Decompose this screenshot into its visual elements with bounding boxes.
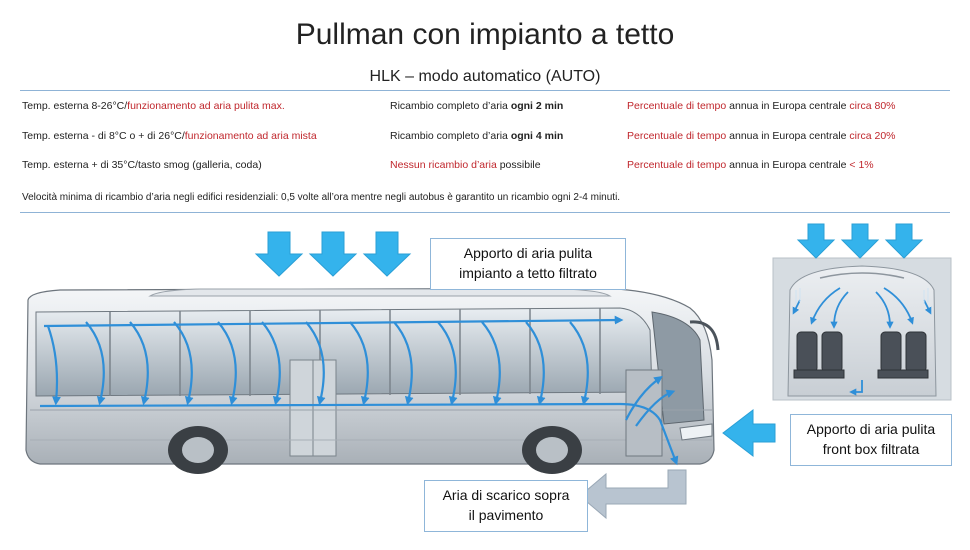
bottom-divider	[20, 212, 950, 213]
row-percentage: Percentuale di tempo annua in Europa cen…	[627, 100, 896, 112]
callout-roof-line1: Apporto di aria pulita	[463, 245, 593, 261]
row-exchange: Ricambio completo d’aria ogni 2 min	[390, 100, 564, 112]
ventilation-note: Velocità minima di ricambio d’aria negli…	[22, 192, 621, 203]
row-condition: Temp. esterna + di 35°C/tasto smog (gall…	[22, 159, 262, 171]
callout-front-line2: front box filtrata	[822, 441, 920, 457]
callout-front-line1: Apporto di aria pulita	[806, 421, 936, 437]
slide-title: Pullman con impianto a tetto	[295, 18, 675, 51]
row-percentage: Percentuale di tempo annua in Europa cen…	[627, 159, 874, 171]
row-exchange: Ricambio completo d’aria ogni 4 min	[390, 130, 564, 142]
callout-roof-air: Apporto di aria pulita impianto a tetto …	[430, 238, 626, 290]
row-condition: Temp. esterna - di 8°C o + di 26°C/funzi…	[22, 130, 317, 142]
top-divider	[20, 90, 950, 91]
callout-exhaust-line2: il pavimento	[468, 507, 544, 523]
cross-section-intake-arrows	[796, 223, 924, 259]
bus-illustration	[25, 287, 720, 474]
row-percentage: Percentuale di tempo annua in Europa cen…	[627, 130, 896, 142]
slide-subtitle: HLK – modo automatico (AUTO)	[369, 68, 601, 85]
callout-front-air: Apporto di aria pulita front box filtrat…	[790, 414, 952, 466]
callout-exhaust-line1: Aria di scarico sopra	[442, 487, 570, 503]
row-exchange: Nessun ricambio d’aria possibile	[390, 159, 541, 171]
exhaust-arrow	[579, 469, 687, 520]
row-condition: Temp. esterna 8-26°C/funzionamento ad ar…	[22, 100, 285, 112]
cross-section-panel	[772, 257, 952, 401]
front-intake-arrow	[722, 408, 776, 458]
roof-intake-arrows	[254, 231, 412, 277]
callout-exhaust-air: Aria di scarico sopra il pavimento	[424, 480, 588, 532]
internal-airflow-lines	[39, 315, 679, 466]
callout-roof-line2: impianto a tetto filtrato	[459, 265, 597, 281]
